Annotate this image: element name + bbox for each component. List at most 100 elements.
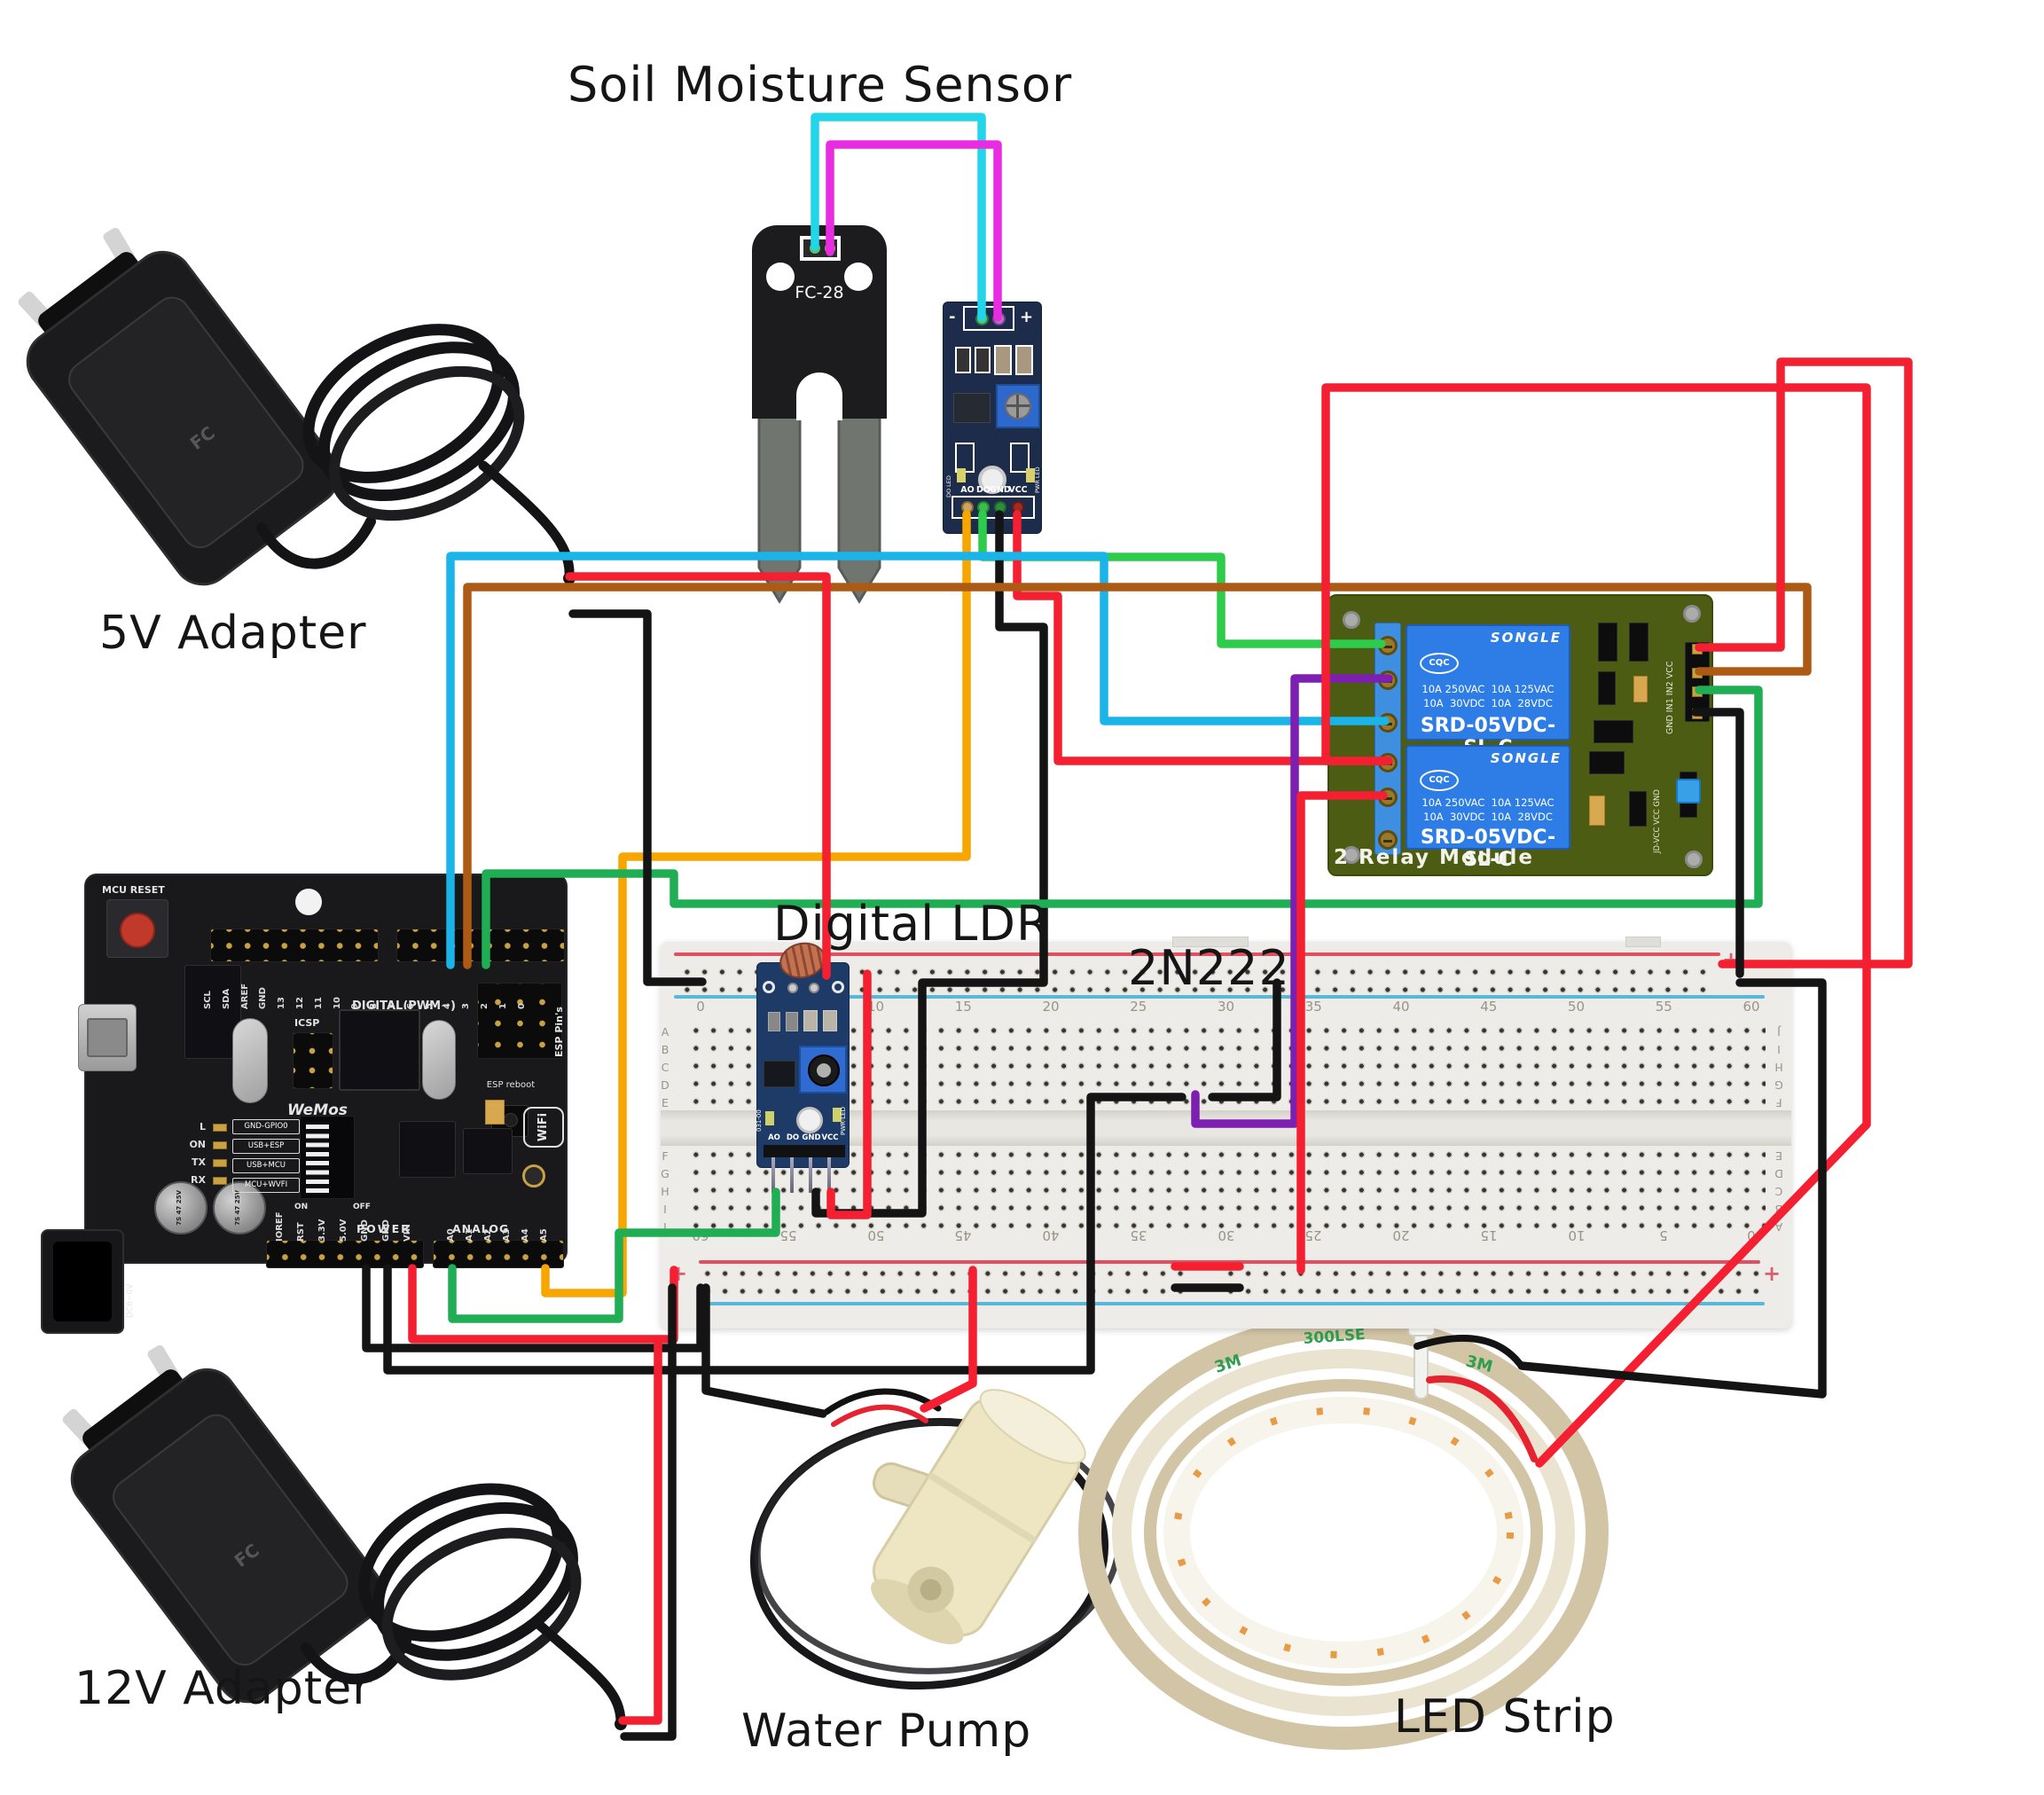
flash-chip: [399, 1121, 456, 1178]
relay-2: SONGLE CQC 10A 250VAC 10A 125VAC 10A 30V…: [1406, 745, 1570, 871]
digital-ldr-module: 031-00 PWR-LED AO DO GND VCC: [756, 938, 850, 1193]
bottom-rail-holes-left: [699, 1265, 1192, 1300]
crystal-oscillator: [422, 1020, 456, 1100]
wire-arduino-pin3-brown: [463, 583, 1812, 969]
pwr-led: [833, 1108, 842, 1122]
relay-rating: 10A 30VDC 10A 28VDC: [1423, 811, 1553, 823]
jumper-cap[interactable]: [1676, 779, 1701, 803]
screw-terminal-block[interactable]: [1374, 623, 1401, 855]
do-led: [765, 1111, 774, 1125]
relay-rating: 10A 250VAC 10A 125VAC: [1421, 683, 1555, 695]
comparator-ic: [953, 393, 991, 423]
relay-1: SONGLE CQC 10A 250VAC 10A 125VAC 10A 30V…: [1406, 624, 1570, 759]
potentiometer[interactable]: [799, 1046, 847, 1093]
dip-switch[interactable]: [300, 1116, 355, 1199]
digital-header-left[interactable]: [210, 929, 379, 962]
smd-resistor: [786, 1012, 798, 1031]
ledstrip-red-lead: [1426, 1375, 1538, 1462]
breadboard-tab: [1625, 937, 1661, 947]
tape-text: 300LSE: [1303, 1326, 1366, 1348]
pin-label-ao: AO: [768, 1133, 780, 1142]
relay-part-number: SRD-05VDC-SL-C: [1420, 827, 1556, 871]
mounting-hole: [978, 466, 1006, 494]
wire-adapter5v-black: [568, 609, 707, 986]
breadboard-tab: [1172, 937, 1249, 947]
esp-header[interactable]: [477, 983, 562, 1059]
esp-reboot-label: ESP reboot: [486, 1080, 536, 1090]
wire-arduino-gnd-to-transistor-black: [383, 1093, 1186, 1375]
wire-relay-gnd-black: [1691, 708, 1744, 978]
wire-relay-no1-to-led-red: [1321, 383, 1871, 1468]
power-label: POWER: [356, 1222, 411, 1235]
rail-minus-line: [674, 995, 1765, 999]
label-2n222: 2N222: [1128, 940, 1290, 996]
pump-red-lead: [831, 1404, 928, 1427]
dip-switch-sliders[interactable]: [306, 1122, 329, 1195]
rail-minus-line: [699, 1302, 1765, 1305]
ldr-pad: [787, 983, 798, 993]
wire-relay-com2-red: [1296, 791, 1388, 1274]
relay-cert: CQC: [1420, 770, 1459, 791]
relay-board-label: 2 Relay Module: [1334, 846, 1535, 869]
icsp-header[interactable]: [293, 1032, 333, 1089]
led-strip: 3M 300LSE 3M: [1078, 1313, 1609, 1750]
wire-rail-to-pump-black: [701, 1283, 827, 1418]
power-header[interactable]: [266, 1240, 424, 1268]
capacitor: 7S 47 25V: [213, 1181, 266, 1235]
label-led-strip: LED Strip: [1394, 1690, 1616, 1744]
dc-power-jack-barrel: [53, 1242, 112, 1321]
wire-sensor-do-green: [978, 510, 1386, 648]
module-pin: [809, 1157, 812, 1193]
icsp-label: ICSP: [294, 1017, 320, 1029]
module-pin: [771, 1157, 775, 1193]
pin-label-do: DO: [786, 1133, 800, 1142]
smd-part: [823, 1010, 837, 1031]
wire-arduino-a0-to-ldr-green: [448, 1188, 780, 1323]
tantalum-cap: [485, 1100, 505, 1125]
micro-usb-slot: [87, 1018, 128, 1057]
potentiometer[interactable]: [996, 384, 1040, 428]
pin-label-gnd: GND: [990, 485, 1011, 495]
pin-label-vcc: VCC: [1008, 485, 1028, 495]
analog-header[interactable]: [433, 1240, 564, 1268]
label-5v-adapter: 5V Adapter: [99, 607, 367, 660]
adapter-5v: FC: [18, 227, 576, 586]
smd-part: [1015, 345, 1033, 375]
rail-plus-line: [699, 1260, 1760, 1264]
moisture-sensor-module: - + DO LED PWR LED AO DO GND VCC: [943, 302, 1042, 534]
smd-part: [975, 347, 991, 373]
mounting-hole: [1343, 846, 1360, 864]
wemos-logo: WeMos: [287, 1101, 348, 1119]
probe-connector: [963, 306, 1014, 331]
wire-adapter12v-black: [620, 1283, 677, 1741]
wire-probe-plus-magenta: [826, 140, 1002, 322]
relay-rating: 10A 30VDC 10A 28VDC: [1423, 697, 1553, 709]
label-digital-ldr: Digital LDR: [773, 896, 1051, 952]
probe-model-label: FC-28: [795, 283, 843, 302]
wire-arduino-pin4-cyan: [446, 552, 1390, 969]
reset-button-cap[interactable]: [120, 913, 155, 948]
rail-plus-line: [674, 952, 1720, 956]
pin-label-gnd: GND: [802, 1133, 821, 1142]
wire-arduino-gnd-to-rail-black: [362, 1264, 705, 1352]
mounting-hole: [1685, 850, 1703, 868]
analog-label: ANALOG: [452, 1222, 510, 1235]
soic-chip: [184, 965, 241, 1059]
mcu-reset-label: MCU RESET: [102, 884, 165, 896]
relay-brand: SONGLE: [1490, 750, 1562, 766]
plus-label: +: [1020, 308, 1034, 326]
comparator-ic: [764, 1061, 795, 1087]
mounting-hole: [796, 1107, 823, 1133]
wire-relay-vcc-red: [1695, 357, 1913, 968]
mounting-hole: [295, 889, 322, 915]
mounting-hole: [1683, 605, 1701, 623]
wire-transistor-to-rail-black: [1208, 978, 1281, 1101]
wire-arduino-pin2-green: [482, 686, 1763, 969]
digital-header-right[interactable]: [396, 929, 565, 962]
wire-sensor-gnd-black: [811, 510, 1048, 1218]
label-12v-adapter: 12V Adapter: [74, 1662, 372, 1715]
capacitor: 7S 47 25V: [154, 1181, 208, 1235]
